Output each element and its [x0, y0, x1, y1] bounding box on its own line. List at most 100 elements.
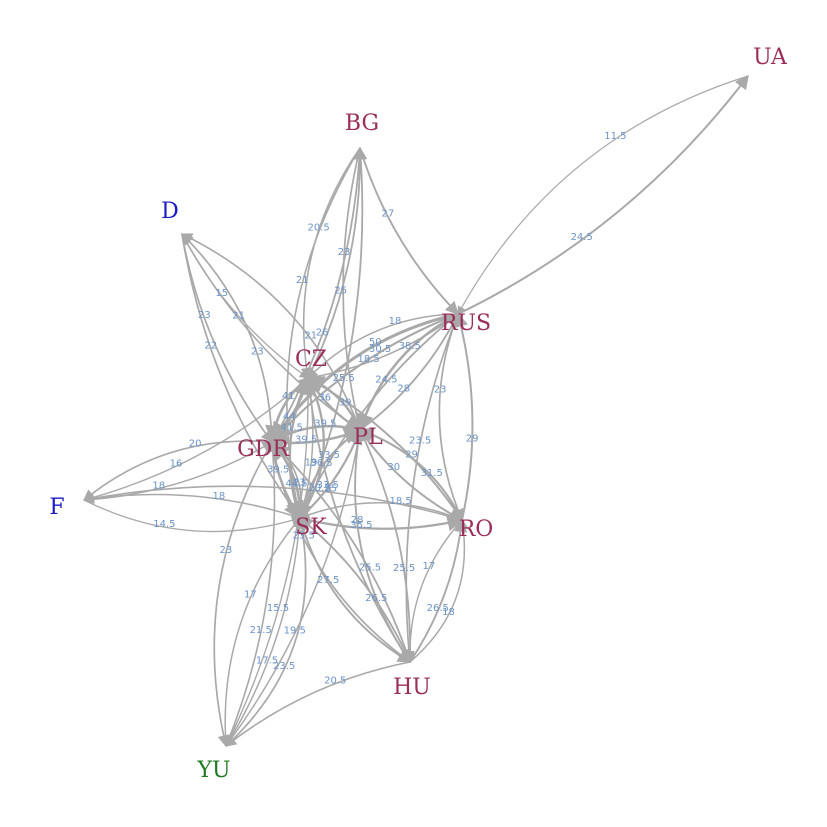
edge-label: 25.5 — [359, 563, 381, 574]
edge-f-to-gdr — [83, 441, 273, 501]
edge-hu-to-ro — [409, 518, 468, 663]
edge-label: 39.5 — [314, 418, 336, 429]
node-bg: BG — [345, 111, 379, 136]
edge-gdr-to-hu — [271, 441, 411, 663]
edge-cz-to-hu — [307, 377, 411, 664]
edge-label: 30.5 — [369, 344, 391, 355]
edge-label: 36 — [318, 393, 331, 404]
edge-ro-to-pl — [358, 427, 463, 521]
edge-label: 38.5 — [399, 341, 421, 352]
edge-yu-to-sk — [225, 516, 308, 747]
edge-gdr-to-bg — [271, 146, 366, 443]
edge-label: 24.5 — [375, 375, 397, 386]
edge-label: 26.5 — [365, 593, 387, 604]
edge-label: 31.5 — [421, 468, 443, 479]
edge-hu-to-pl — [359, 428, 412, 663]
edge-hu-to-sk — [298, 517, 411, 663]
node-pl: PL — [353, 425, 383, 450]
edge-label: 15 — [215, 288, 228, 299]
node-ua: UA — [753, 45, 788, 70]
node-hu: HU — [393, 675, 431, 700]
node-gdr: GDR — [237, 437, 290, 462]
edge-label: 33.5 — [318, 450, 340, 461]
edge-rus-to-pl — [356, 312, 459, 432]
edge-label: 21 — [296, 275, 309, 286]
edge-label: 28 — [397, 384, 410, 395]
edge-label: 18.5 — [357, 354, 379, 365]
edge-label: 41 — [282, 391, 295, 402]
node-f: F — [49, 495, 64, 520]
edge-sk-to-gdr — [271, 441, 303, 519]
edge-label: 11.5 — [604, 131, 626, 142]
edge-yu-to-sk — [225, 516, 305, 747]
edge-labels-layer: 24.511.5252620.525.521232715232221232118… — [152, 131, 626, 686]
edge-d-to-sk — [181, 233, 301, 519]
edge-gdr-to-f — [83, 440, 273, 501]
edge-label: 21 — [304, 331, 317, 342]
edge-yu-to-pl — [225, 428, 364, 747]
edge-hu-to-gdr — [271, 441, 411, 663]
edge-label: 20.5 — [308, 483, 330, 494]
edge-rus-to-ro — [438, 313, 464, 522]
edge-label: 14.5 — [153, 519, 175, 530]
edge-f-to-cz — [83, 377, 309, 501]
edge-label: 25.5 — [393, 563, 415, 574]
edge-label: 36.5 — [310, 458, 332, 469]
edge-rus-to-hu — [403, 313, 459, 664]
edge-label: 27.5 — [317, 575, 339, 586]
edge-label: 20.5 — [324, 676, 346, 687]
edge-label: 44 — [283, 412, 296, 423]
edge-pl-to-d — [180, 233, 361, 431]
edge-label: 24.5 — [571, 232, 593, 243]
edge-label: 22 — [204, 341, 217, 352]
edge-ro-to-sk — [299, 502, 463, 521]
edge-label: 23 — [198, 310, 211, 321]
node-d: D — [161, 199, 179, 224]
edge-d-to-gdr — [181, 233, 273, 443]
node-sk: SK — [295, 515, 327, 540]
node-cz: CZ — [295, 347, 327, 372]
edges-layer — [82, 74, 749, 748]
edge-label: 23 — [338, 247, 351, 258]
edge-label: 39 — [339, 397, 352, 408]
edge-label: 18.5 — [389, 496, 411, 507]
edge-hu-to-yu — [225, 661, 411, 747]
edge-label: 39.5 — [267, 465, 289, 476]
edge-label: 19.5 — [284, 626, 306, 637]
edge-bg-to-pl — [342, 147, 364, 432]
edge-bg-to-rus — [359, 147, 459, 315]
edge-sk-to-bg — [299, 146, 368, 519]
edge-label: 21 — [232, 311, 245, 322]
edge-label: 29 — [466, 434, 479, 445]
edge-sk-to-hu — [299, 517, 412, 663]
edge-f-to-sk — [83, 499, 301, 533]
edge-label: 30 — [387, 462, 400, 473]
edge-label: 26.5 — [427, 603, 449, 614]
edge-label: 18 — [213, 491, 226, 502]
edge-label: 17 — [244, 590, 257, 601]
edge-label: 39.5 — [295, 434, 317, 445]
edge-label: 17 — [423, 561, 436, 572]
edge-label: 25 — [334, 286, 347, 297]
edge-label: 25.5 — [333, 373, 355, 384]
edge-label: 17.5 — [256, 656, 278, 667]
edge-ro-to-hu — [404, 519, 463, 663]
edge-label: 16 — [170, 458, 183, 469]
edge-bg-to-cz — [300, 147, 361, 380]
node-yu: YU — [196, 758, 230, 783]
edge-label: 15.5 — [267, 603, 289, 614]
edge-label: 19 — [305, 457, 318, 468]
edge-label: 29 — [405, 449, 418, 460]
edge-ro-to-cz — [306, 377, 463, 521]
edge-gdr-to-yu — [213, 441, 273, 748]
edge-yu-to-gdr — [225, 440, 279, 747]
edge-label: 25 — [324, 484, 337, 495]
edge-sk-to-yu — [220, 517, 301, 748]
node-ro: RO — [459, 517, 494, 542]
edge-label: 21.5 — [250, 625, 272, 636]
edge-label: 44.5 — [285, 479, 307, 490]
edge-label: 50 — [369, 337, 382, 348]
